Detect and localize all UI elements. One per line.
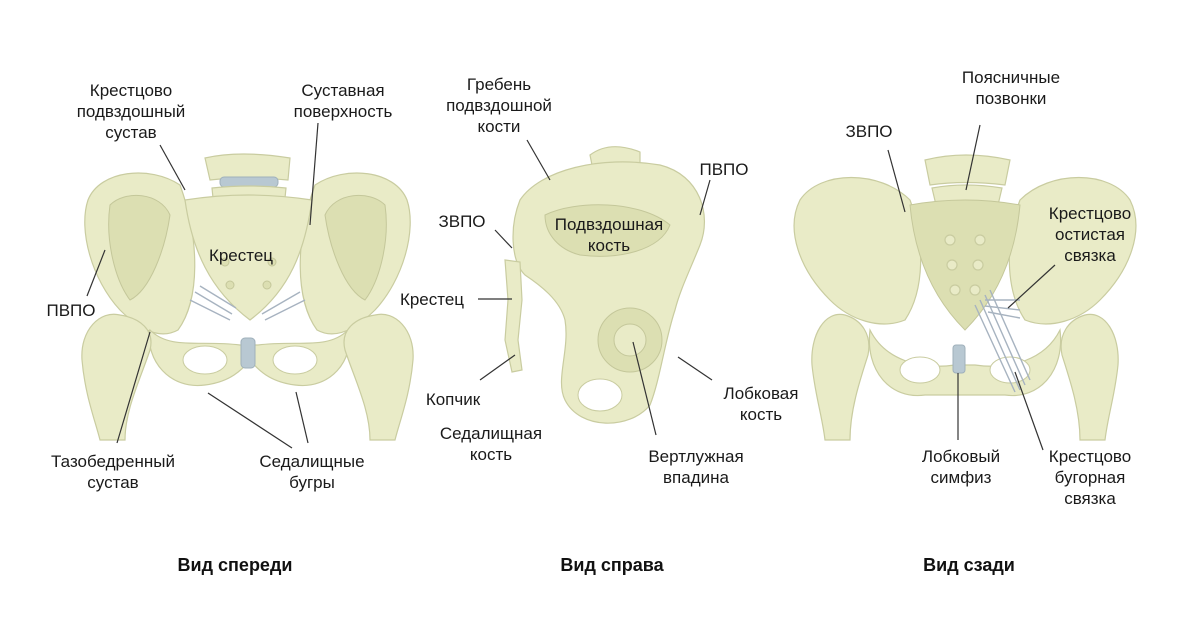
- sacral-foramen: [226, 281, 234, 289]
- sacral-foramen: [975, 235, 985, 245]
- label-side-asis: ПВПО: [700, 159, 749, 180]
- caption-back-view: Вид сзади: [923, 555, 1015, 576]
- caption-side-view: Вид справа: [560, 555, 663, 576]
- label-front-asis: ПВПО: [47, 300, 96, 321]
- label-back-psis: ЗВПО: [845, 121, 892, 142]
- label-side-psis: ЗВПО: [438, 211, 485, 232]
- side-sacrum-coccyx: [505, 260, 522, 372]
- leader-front-ischial-right: [296, 392, 308, 443]
- label-side-iliac-crest: Гребень подвздошной кости: [446, 74, 552, 137]
- pubic-symphysis-cartilage: [241, 338, 255, 368]
- back-view-illustration: [794, 155, 1136, 440]
- sacral-foramen: [950, 285, 960, 295]
- back-obturator-right: [990, 357, 1030, 383]
- back-sacrospinous-fibers: [985, 300, 1020, 318]
- sacral-foramen: [970, 285, 980, 295]
- label-side-ischium: Седалищная кость: [440, 423, 542, 465]
- label-side-ilium: Подвздошная кость: [555, 214, 664, 256]
- label-back-sacrotuberous-ligament: Крестцово бугорная связка: [1049, 446, 1131, 509]
- back-pubic-symphysis: [953, 345, 965, 373]
- left-femur: [82, 314, 151, 440]
- label-back-sacrospinous-ligament: Крестцово остистая связка: [1049, 203, 1131, 266]
- label-front-sacroiliac-joint: Крестцово подвздошный сустав: [77, 80, 186, 143]
- leader-side-psis: [495, 230, 512, 248]
- back-left-femur: [812, 314, 869, 440]
- right-femur: [344, 314, 413, 440]
- back-sacrum: [910, 200, 1020, 330]
- obturator-foramen-right: [273, 346, 317, 374]
- leader-front-ischial-left: [208, 393, 292, 448]
- leader-side-coccyx: [480, 355, 515, 380]
- label-side-pubis: Лобковая кость: [724, 383, 799, 425]
- label-front-ischial-tuberosities: Седалищные бугры: [259, 451, 364, 493]
- label-front-sacrum: Крестец: [209, 245, 273, 266]
- sacral-foramen: [973, 260, 983, 270]
- sacral-foramen: [945, 235, 955, 245]
- label-front-hip-joint: Тазобедренный сустав: [51, 451, 175, 493]
- side-obturator-foramen: [578, 379, 622, 411]
- side-view-illustration: [505, 147, 704, 424]
- sacral-foramen: [263, 281, 271, 289]
- front-view-illustration: [82, 154, 413, 440]
- back-obturator-left: [900, 357, 940, 383]
- label-side-sacrum: Крестец: [400, 289, 464, 310]
- label-side-acetabulum: Вертлужная впадина: [648, 446, 743, 488]
- side-acetabulum-fossa: [614, 324, 646, 356]
- label-back-pubic-symphysis: Лобковый симфиз: [922, 446, 1000, 488]
- leader-side-iliac-crest: [527, 140, 550, 180]
- label-front-articular-surface: Суставная поверхность: [294, 80, 393, 122]
- caption-front-view: Вид спереди: [178, 555, 293, 576]
- label-back-lumbar-vertebrae: Поясничные позвонки: [962, 67, 1060, 109]
- leader-side-asis: [700, 180, 710, 215]
- leader-side-pubis: [678, 357, 712, 380]
- sacral-foramen: [947, 260, 957, 270]
- obturator-foramen-left: [183, 346, 227, 374]
- back-right-femur: [1061, 314, 1118, 440]
- lumbar-vertebra: [205, 154, 290, 180]
- label-side-coccyx: Копчик: [426, 389, 480, 410]
